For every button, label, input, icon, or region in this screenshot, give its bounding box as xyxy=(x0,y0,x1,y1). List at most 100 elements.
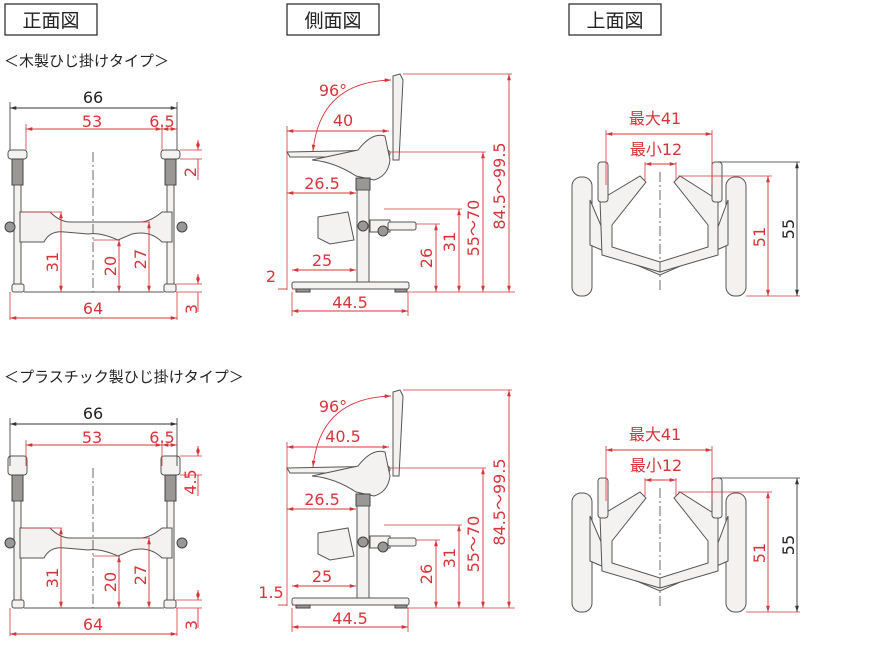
footrest-clamp xyxy=(317,211,355,245)
base-width-label: 64 xyxy=(83,299,103,318)
left-foot xyxy=(11,599,25,609)
left-arm-clamp xyxy=(11,158,24,186)
post-offset-label: 26.5 xyxy=(304,174,340,193)
right-foot xyxy=(163,283,177,293)
max-width-label: 最大41 xyxy=(629,425,681,444)
base-offset-label: 25 xyxy=(312,567,332,586)
base-depth-label: 44.5 xyxy=(332,293,368,312)
right-knob xyxy=(176,537,188,549)
base-width-label: 64 xyxy=(83,615,103,634)
base-depth-label: 44.5 xyxy=(332,609,368,628)
post xyxy=(356,505,370,602)
section-plastic-armrest: ＜プラスチック製ひじ掛けタイプ＞ 66 53 6.5 4.5 31 20 27 3 64 96° 40… xyxy=(4,368,800,636)
base-plate xyxy=(291,597,410,606)
crossbar-top-label: 31 xyxy=(43,568,62,588)
top-view: 最大41 最小12 51 55 xyxy=(571,109,800,297)
seat-depth-label: 40.5 xyxy=(325,427,361,446)
crossbar-bottom-label: 20 xyxy=(101,572,120,592)
left-wheel xyxy=(571,492,593,613)
seat-depth-label: 40 xyxy=(333,111,353,130)
base-offset-label: 25 xyxy=(312,251,332,270)
view-header-side: 側面図 xyxy=(286,3,380,36)
section-title: ＜プラスチック製ひじ掛けタイプ＞ xyxy=(4,368,244,386)
total-height-label: 84.5～99.5 xyxy=(490,458,509,545)
rear-foot xyxy=(394,604,408,609)
post xyxy=(356,189,370,286)
left-knob xyxy=(4,537,16,549)
arm-knob xyxy=(377,541,389,553)
crossbar-bottom-label: 20 xyxy=(101,256,120,276)
right-armrest xyxy=(711,161,723,203)
front-view: 66 53 6.5 4.5 31 20 27 3 64 xyxy=(4,404,202,636)
view-title-front: 正面図 xyxy=(22,10,79,32)
total-depth-label: 55 xyxy=(779,219,798,239)
view-title-side: 側面図 xyxy=(304,10,361,32)
back-angle-label: 96° xyxy=(319,81,347,100)
left-armrest xyxy=(597,477,609,519)
section-title: ＜木製ひじ掛けタイプ＞ xyxy=(4,52,169,70)
right-wheel xyxy=(725,492,747,613)
seat-height-label: 55～70 xyxy=(464,200,483,257)
foot-height-label: 3 xyxy=(182,304,201,314)
arm-offset-label: 6.5 xyxy=(149,112,174,131)
seat-outline xyxy=(599,491,719,589)
crossbar-mid-label: 27 xyxy=(131,249,150,269)
left-armrest xyxy=(597,161,609,203)
arm-bar xyxy=(387,221,417,231)
overall-width-label: 66 xyxy=(83,404,103,423)
arm-height-label: 4.5 xyxy=(181,469,200,494)
min-width-label: 最小12 xyxy=(630,456,682,475)
arm-knob xyxy=(377,225,389,237)
right-armrest xyxy=(711,477,723,519)
crossbar-top-label: 31 xyxy=(43,252,62,272)
footrest-height-label: 26 xyxy=(417,564,436,584)
min-width-label: 最小12 xyxy=(630,140,682,159)
rear-foot xyxy=(394,288,408,293)
side-knob xyxy=(357,220,369,232)
inner-depth-label: 51 xyxy=(750,227,769,247)
armbar-height-label: 31 xyxy=(440,548,459,568)
view-title-top: 上面図 xyxy=(586,10,643,32)
overall-width-label: 66 xyxy=(83,88,103,107)
right-knob xyxy=(176,221,188,233)
left-armrest-pad xyxy=(7,455,28,476)
base-plate xyxy=(291,281,410,290)
front-foot xyxy=(295,604,311,609)
arm-height-label: 2 xyxy=(181,167,200,177)
left-arm-clamp xyxy=(11,474,24,502)
inner-width-label: 53 xyxy=(82,428,102,447)
crossbar-mid-label: 27 xyxy=(131,565,150,585)
total-depth-label: 55 xyxy=(779,535,798,555)
side-knob xyxy=(357,536,369,548)
back-angle-arc xyxy=(311,394,392,468)
view-header-front: 正面図 xyxy=(4,3,98,36)
right-foot xyxy=(163,599,177,609)
right-wheel xyxy=(725,176,747,297)
left-knob xyxy=(4,221,16,233)
post-collar xyxy=(355,177,371,191)
post-collar xyxy=(355,493,371,507)
right-arm-clamp xyxy=(164,158,177,186)
seat-height-label: 55～70 xyxy=(464,516,483,573)
right-armrest-pad xyxy=(160,149,181,160)
arm-offset-label: 6.5 xyxy=(149,428,174,447)
back-angle-label: 96° xyxy=(319,397,347,416)
front-foot xyxy=(295,288,311,293)
left-wheel xyxy=(571,176,593,297)
foot-height-label: 3 xyxy=(182,620,201,630)
backrest xyxy=(392,73,404,161)
back-angle-arc xyxy=(311,78,392,152)
max-width-label: 最大41 xyxy=(629,109,681,128)
backrest xyxy=(392,389,404,477)
right-arm-clamp xyxy=(164,474,177,502)
footrest-height-label: 26 xyxy=(417,248,436,268)
left-foot xyxy=(11,283,25,293)
base-gap-label: 2 xyxy=(266,267,276,286)
left-armrest-pad xyxy=(7,149,28,160)
